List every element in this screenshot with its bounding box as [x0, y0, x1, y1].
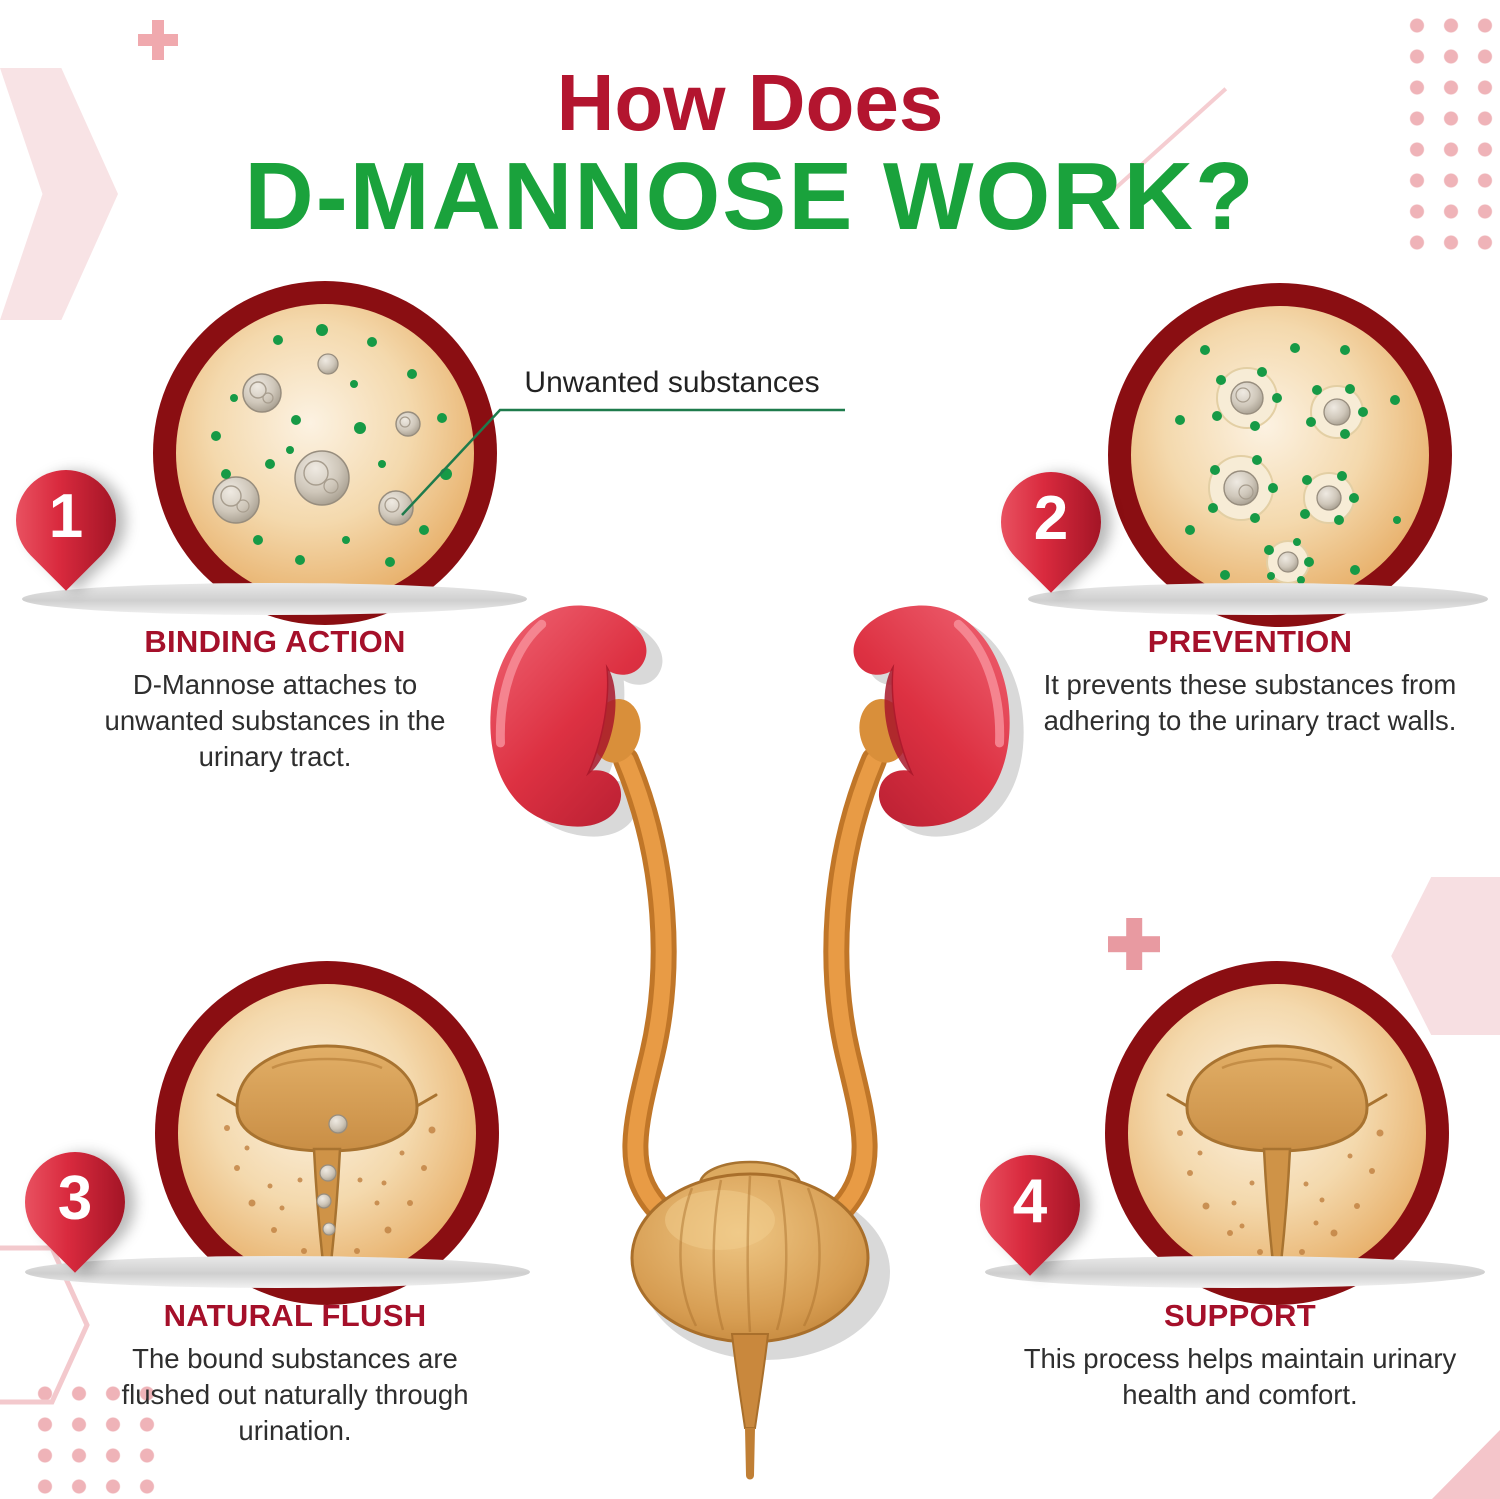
step3-text: NATURAL FLUSH The bound substances are f… — [95, 1298, 495, 1448]
step2-text: PREVENTION It prevents these substances … — [1035, 624, 1465, 739]
right-kidney-icon — [853, 605, 1010, 827]
d-mannose-dots — [211, 324, 452, 567]
page-title: How Does D-MANNOSE WORK? — [0, 58, 1500, 251]
step-title: PREVENTION — [1147, 624, 1353, 659]
title-line1: How Does — [556, 58, 944, 147]
unwanted-substance-clumps — [212, 353, 421, 526]
d-mannose-dots — [1175, 343, 1401, 584]
ureters — [613, 747, 887, 1239]
left-kidney-icon — [490, 605, 647, 827]
step-description: This process helps maintain urinary heal… — [1023, 1343, 1457, 1410]
step1-number-badge: 1 — [0, 449, 137, 591]
urinary-system-illustration — [490, 605, 1024, 1480]
annotation-pointer-line — [401, 408, 845, 516]
platform-shelf — [1028, 583, 1488, 615]
step-description: It prevents these substances from adheri… — [1043, 669, 1457, 736]
step4-text: SUPPORT This process helps maintain urin… — [1015, 1298, 1465, 1413]
step-title: NATURAL FLUSH — [163, 1298, 427, 1333]
speckles — [1177, 1129, 1384, 1255]
dots-grid-icon — [1400, 10, 1500, 256]
step1-circle-illustration — [153, 281, 497, 625]
step-title: BINDING ACTION — [144, 624, 406, 659]
step3-number-badge: 3 — [4, 1131, 146, 1273]
annotation-label: Unwanted substances — [524, 366, 820, 399]
step-title: SUPPORT — [1164, 1298, 1316, 1333]
plus-icon — [138, 20, 178, 60]
title-line2: D-MANNOSE WORK? — [244, 143, 1256, 251]
step-number: 3 — [57, 1163, 93, 1233]
platform-shelf — [25, 1256, 530, 1288]
corner-triangle-icon — [1432, 1430, 1500, 1499]
step4-circle-illustration — [1105, 961, 1449, 1305]
flushed-clumps — [316, 1114, 348, 1236]
bladder-icon — [1166, 1044, 1388, 1265]
step3-circle-illustration — [155, 961, 499, 1305]
dots-grid-icon — [28, 1378, 166, 1496]
step-description: The bound substances are flushed out nat… — [121, 1343, 469, 1446]
step2-number-badge: 2 — [980, 451, 1122, 593]
step-number: 4 — [1012, 1166, 1048, 1236]
step-number: 2 — [1033, 483, 1069, 553]
speckles — [224, 1125, 436, 1254]
step4-number-badge: 4 — [959, 1134, 1101, 1276]
step-description: D-Mannose attaches to unwanted substance… — [104, 669, 446, 772]
step-number: 1 — [48, 481, 84, 551]
bladder-icon — [630, 1160, 870, 1480]
platform-shelf — [22, 583, 527, 615]
step1-text: BINDING ACTION D-Mannose attaches to unw… — [85, 624, 465, 774]
platform-shelf — [985, 1256, 1485, 1288]
step2-circle-illustration — [1108, 283, 1452, 627]
